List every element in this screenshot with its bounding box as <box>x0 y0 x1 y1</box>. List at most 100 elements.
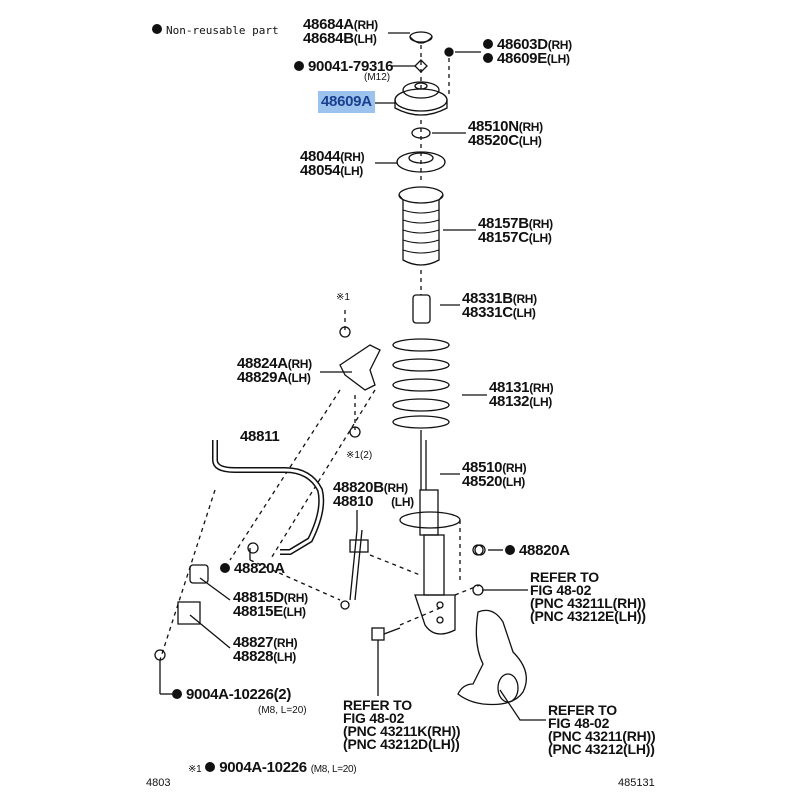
side: (RH) <box>353 18 378 32</box>
side: (RH) <box>383 481 408 495</box>
part-number: 48044 <box>300 148 341 165</box>
side: (RH) <box>547 38 572 52</box>
label-48044[interactable]: 48044(RH)48054(LH) <box>300 148 365 178</box>
label-48820B[interactable]: 48820B(RH)48810 (LH) <box>333 479 414 509</box>
part-spec: (M12) <box>364 72 391 83</box>
part-number: 48603D <box>497 36 548 53</box>
side: (RH) <box>528 217 553 231</box>
part-number: 48609A <box>321 93 372 110</box>
label-48824[interactable]: 48824A(RH)48829A(LH) <box>237 355 312 385</box>
label-48131[interactable]: 48131(RH)48132(LH) <box>489 379 554 410</box>
side: (LH) <box>502 475 526 489</box>
label-48820A-left[interactable]: 48820A <box>220 560 285 577</box>
label-48827[interactable]: 48827(RH)48828(LH) <box>233 634 298 664</box>
note-mark: ※1 <box>336 292 350 303</box>
non-reusable-marker-icon <box>220 563 230 573</box>
label-9004A-10226-qty2[interactable]: 9004A-10226(2) <box>172 686 292 703</box>
label-48157[interactable]: 48157B(RH)48157C(LH) <box>478 215 553 246</box>
part-number: 48815E <box>233 603 283 620</box>
part-number: 9004A-10226(2) <box>186 686 292 703</box>
label-48811[interactable]: 48811 <box>240 428 280 445</box>
side: (LH) <box>512 306 536 320</box>
label-48331[interactable]: 48331B(RH)48331C(LH) <box>462 290 537 320</box>
part-number: 48820B <box>333 479 384 496</box>
part-number: 48827 <box>233 634 274 651</box>
non-reusable-marker-icon <box>294 61 304 71</box>
ref-line: (PNC 43212(LH)) <box>548 741 655 757</box>
legend-text: Non-reusable part <box>166 24 279 37</box>
part-number: 48609E <box>497 50 547 67</box>
side: (LH) <box>518 134 542 148</box>
part-number: 48520C <box>468 132 519 149</box>
side: (LH) <box>528 231 552 245</box>
side: (LH) <box>353 32 377 46</box>
side: (RH) <box>529 381 554 395</box>
legend: Non-reusable part <box>152 24 279 37</box>
note-mark: ※1 <box>188 764 202 775</box>
part-number: 9004A-10226 <box>219 759 307 776</box>
part-number: 48684B <box>303 30 354 47</box>
part-number: 48157B <box>478 215 529 232</box>
part-number: 90041-79316 <box>308 58 394 75</box>
figure-number: 4803 <box>146 777 171 789</box>
ref-line: REFER TO <box>530 569 599 585</box>
side: (RH) <box>283 591 308 605</box>
label-48609A-highlighted[interactable]: 48609A <box>318 91 375 113</box>
side: (LH) <box>546 52 570 66</box>
non-reusable-marker-icon <box>483 39 493 49</box>
non-reusable-marker-icon <box>483 53 493 63</box>
label-48510N[interactable]: 48510N(RH)48520C(LH) <box>468 119 543 149</box>
ref-line: FIG 48-02 <box>530 582 592 598</box>
ref-line: (PNC 43211(RH)) <box>548 728 656 744</box>
part-number: 48132 <box>489 393 530 410</box>
side: (RH) <box>340 150 365 164</box>
side: (LH) <box>391 495 414 509</box>
non-reusable-marker-icon <box>172 689 182 699</box>
label-48510[interactable]: 48510(RH)48520(LH) <box>462 459 527 490</box>
ref-line: (PNC 43212D(LH)) <box>343 736 460 752</box>
ref-line: REFER TO <box>548 702 617 718</box>
part-number: 48157C <box>478 229 529 246</box>
ref-line: (PNC 43212E(LH)) <box>530 608 646 624</box>
illustration-number: 485131 <box>618 777 655 789</box>
ref-line: (PNC 43211L(RH)) <box>530 595 646 611</box>
non-reusable-marker-icon <box>205 762 216 772</box>
note-mark: ※1(2) <box>346 450 373 461</box>
part-spec: (M8, L=20) <box>310 764 357 775</box>
ref-line: REFER TO <box>343 697 412 713</box>
non-reusable-marker-icon <box>152 24 162 34</box>
side: (LH) <box>282 605 306 619</box>
label-90041-79316[interactable]: 90041-79316 <box>294 58 394 75</box>
part-number: 48811 <box>240 428 280 445</box>
part-number: 48824A <box>237 355 288 372</box>
ref-line: FIG 48-02 <box>343 710 405 726</box>
side: (LH) <box>273 650 297 664</box>
non-reusable-marker-icon <box>505 545 515 555</box>
ref-line: (PNC 43211K(RH)) <box>343 723 461 739</box>
side: (RH) <box>273 636 298 650</box>
part-number: 48520 <box>462 473 503 490</box>
part-number: 48131 <box>489 379 530 396</box>
leader-lines <box>159 32 546 721</box>
label-48820A-right[interactable]: 48820A <box>505 543 570 558</box>
coil-spring-shape <box>392 338 450 429</box>
side: (LH) <box>340 164 364 178</box>
ref-line: FIG 48-02 <box>548 715 610 731</box>
part-number: 48820A <box>234 560 285 577</box>
part-number: 48815D <box>233 589 284 606</box>
part-number: 48510 <box>462 459 503 476</box>
label-48684[interactable]: 48684A(RH)48684B(LH) <box>303 17 378 47</box>
label-48815[interactable]: 48815D(RH)48815E(LH) <box>233 589 308 620</box>
part-number: 48331B <box>462 290 513 307</box>
side: (LH) <box>529 395 553 409</box>
label-48603[interactable]: 48603D(RH)48609E(LH) <box>483 36 572 67</box>
side: (RH) <box>512 292 537 306</box>
side: (RH) <box>287 357 312 371</box>
side: (RH) <box>518 120 543 134</box>
footnote-9004A-10226: ※1 9004A-10226 (M8, L=20) <box>188 759 357 777</box>
